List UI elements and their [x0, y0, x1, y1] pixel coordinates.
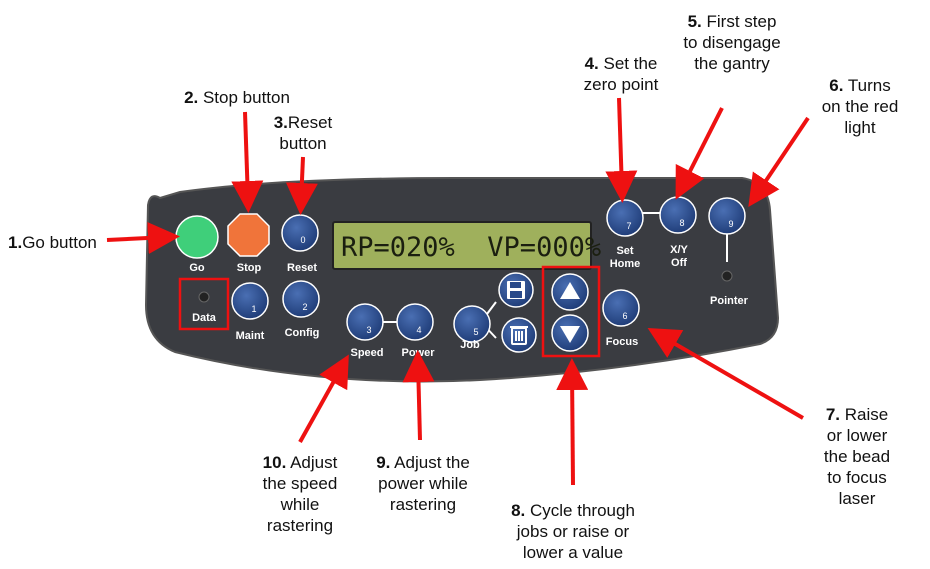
- speed-button[interactable]: [346, 303, 384, 341]
- xy-off-label-2: Off: [671, 257, 687, 269]
- trash-icon: [510, 326, 528, 345]
- set-home-number: 7: [626, 221, 631, 231]
- callout-7-num: 7.: [825, 405, 840, 424]
- xy-off-label-1: X/Y: [670, 244, 688, 256]
- arrow-1: [106, 222, 180, 254]
- callout-3: 3.Reset button: [262, 112, 344, 154]
- callout-1: 1.Go button: [8, 232, 113, 253]
- callout-5-num: 5.: [687, 12, 702, 31]
- callout-8-num: 8.: [511, 501, 526, 520]
- callout-3-text: Reset button: [279, 113, 333, 153]
- callout-2-num: 2.: [184, 88, 199, 107]
- callout-2: 2. Stop button: [162, 87, 312, 108]
- callout-arrows: [106, 97, 810, 486]
- callout-10-text: Adjust the speed while rastering: [262, 453, 338, 535]
- arrow-5: [675, 107, 724, 200]
- arrow-4: [605, 97, 638, 203]
- config-number: 2: [302, 302, 307, 312]
- lcd-display: [332, 221, 592, 270]
- xy-off-number: 8: [679, 218, 684, 228]
- callout-7: 7. Raise or lower the bead to focus lase…: [817, 404, 897, 509]
- callout-5: 5. First step to disengage the gantry: [682, 11, 782, 74]
- maint-label: Maint: [236, 330, 265, 342]
- callout-3-num: 3.: [273, 113, 288, 132]
- config-label: Config: [285, 327, 320, 339]
- maint-button[interactable]: [231, 282, 269, 320]
- callout-6-text: Turns on the red light: [821, 76, 899, 137]
- reset-button[interactable]: [281, 214, 319, 252]
- callout-1-text: Go button: [22, 233, 97, 252]
- pointer-number: 9: [728, 219, 733, 229]
- pointer-led: [721, 270, 733, 282]
- set-home-button[interactable]: [606, 199, 644, 237]
- callout-6: 6. Turns on the red light: [819, 75, 901, 138]
- pointer-button[interactable]: [708, 197, 746, 235]
- focus-label: Focus: [606, 336, 638, 348]
- arrow-8: [556, 358, 589, 486]
- up-arrow-icon: [560, 282, 580, 299]
- stop-label: Stop: [237, 262, 262, 274]
- power-button[interactable]: [396, 303, 434, 341]
- maint-number: 1: [251, 304, 256, 314]
- callout-9: 9. Adjust the power while rastering: [376, 452, 470, 515]
- speed-number: 3: [366, 325, 371, 335]
- callout-10-num: 10.: [262, 453, 287, 472]
- callout-4: 4. Set the zero point: [572, 53, 670, 95]
- down-arrow-icon: [560, 326, 580, 343]
- arrow-2: [231, 111, 264, 213]
- go-label: Go: [189, 262, 205, 274]
- floppy-icon: [507, 281, 525, 299]
- callout-1-num: 1.: [8, 233, 23, 252]
- callout-9-num: 9.: [376, 453, 391, 472]
- arrow-6: [748, 116, 810, 207]
- data-highlight: [178, 277, 230, 331]
- job-number: 5: [473, 327, 478, 337]
- callout-4-text: Set the zero point: [583, 54, 659, 94]
- power-label: Power: [401, 347, 435, 359]
- stop-button[interactable]: [227, 213, 270, 257]
- arrow-3: [285, 156, 318, 215]
- callout-8: 8. Cycle through jobs or raise or lower …: [503, 500, 643, 563]
- callout-9-text: Adjust the power while rastering: [378, 453, 470, 514]
- callout-5-text: First step to disengage the gantry: [683, 12, 781, 73]
- arrow-10: [298, 354, 349, 443]
- callout-8-text: Cycle through jobs or raise or lower a v…: [516, 501, 635, 562]
- callout-4-num: 4.: [584, 54, 599, 73]
- pointer-label: Pointer: [710, 295, 749, 307]
- data-led: [198, 291, 210, 303]
- lcd-text: RP=020% VP=000%: [341, 232, 601, 263]
- callout-2-text: Stop button: [198, 88, 290, 107]
- callout-7-text: Raise or lower the bead to focus laser: [823, 405, 891, 508]
- arrow-7: [647, 327, 805, 420]
- data-label: Data: [192, 312, 217, 324]
- xy-off-button[interactable]: [659, 196, 697, 234]
- set-home-label-2: Home: [610, 258, 641, 270]
- callout-10: 10. Adjust the speed while rastering: [250, 452, 350, 536]
- job-label: Job: [460, 339, 480, 351]
- config-button[interactable]: [282, 280, 320, 318]
- arrow-9: [402, 350, 435, 441]
- reset-label: Reset: [287, 262, 317, 274]
- speed-label: Speed: [350, 347, 383, 359]
- set-home-label-1: Set: [616, 245, 633, 257]
- reset-number: 0: [300, 235, 305, 245]
- focus-button[interactable]: [602, 289, 640, 327]
- callout-6-num: 6.: [829, 76, 844, 95]
- up-down-highlight: [541, 265, 601, 358]
- power-number: 4: [416, 325, 421, 335]
- job-button[interactable]: [453, 305, 491, 343]
- go-button[interactable]: [175, 215, 219, 259]
- focus-number: 6: [622, 311, 627, 321]
